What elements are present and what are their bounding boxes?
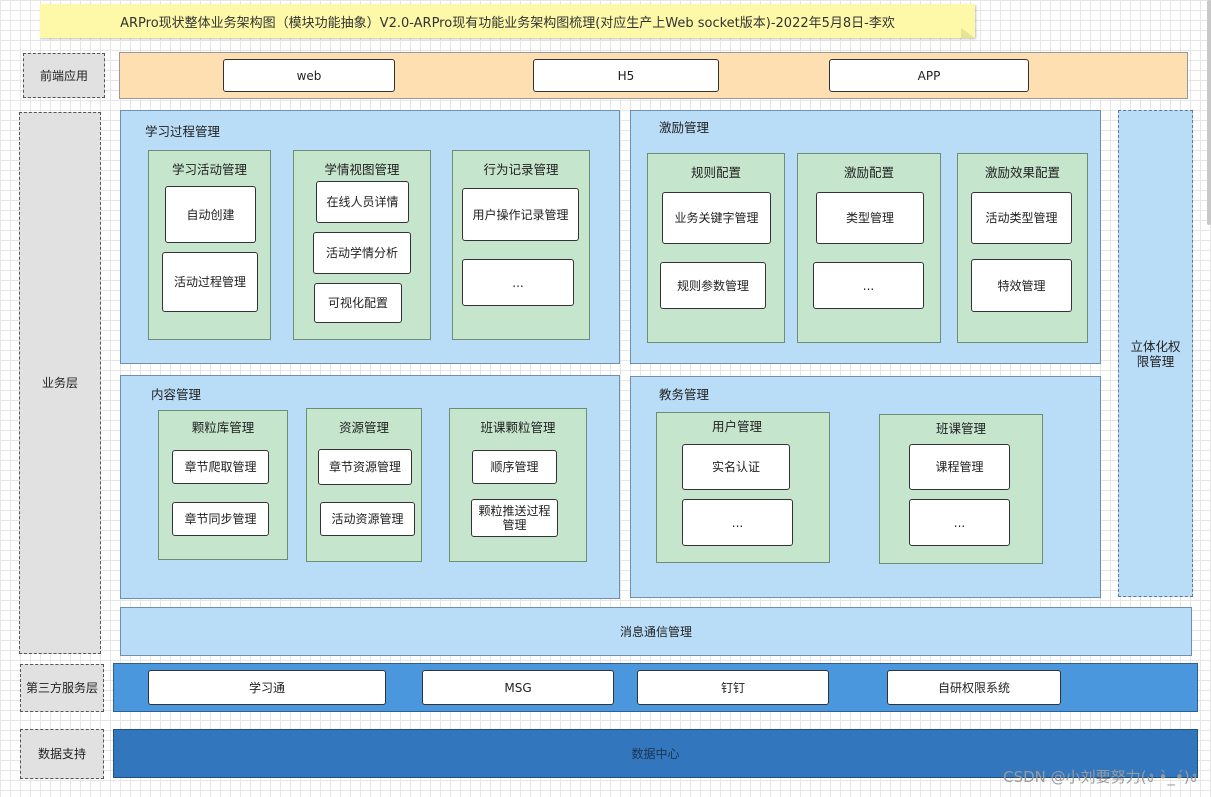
box-behavior-more[interactable]: ... xyxy=(462,259,574,306)
group-title-learning-activity: 学习活动管理 xyxy=(171,162,247,177)
box-incentive-more[interactable]: ... xyxy=(813,262,924,309)
box-activity-resource[interactable]: 活动资源管理 xyxy=(320,502,415,536)
panel-title-learning-process: 学习过程管理 xyxy=(145,124,221,139)
service-xuexitong[interactable]: 学习通 xyxy=(148,670,386,705)
box-effect-management[interactable]: 特效管理 xyxy=(971,259,1072,312)
box-online-users[interactable]: 在线人员详情 xyxy=(316,181,409,223)
group-resource xyxy=(306,408,422,562)
frontend-app-app[interactable]: APP xyxy=(829,59,1029,92)
group-effect-config xyxy=(957,153,1088,343)
group-title-rule-config: 规则配置 xyxy=(690,165,741,180)
group-incentive-config xyxy=(797,153,941,343)
group-title-class-management: 班课管理 xyxy=(935,421,986,436)
box-user-operation-record[interactable]: 用户操作记录管理 xyxy=(462,188,579,241)
service-permission-system[interactable]: 自研权限系统 xyxy=(887,670,1061,705)
group-title-class-granule: 班课颗粒管理 xyxy=(480,420,556,435)
group-title-granule-library: 颗粒库管理 xyxy=(191,420,255,435)
box-rule-params[interactable]: 规则参数管理 xyxy=(660,262,766,309)
box-auto-create[interactable]: 自动创建 xyxy=(165,186,256,243)
data-center-bar: 数据中心 xyxy=(113,729,1198,778)
box-user-more[interactable]: ... xyxy=(682,499,793,546)
box-activity-analysis[interactable]: 活动学情分析 xyxy=(313,232,411,274)
box-business-keyword[interactable]: 业务关键字管理 xyxy=(662,192,771,244)
box-order-management[interactable]: 顺序管理 xyxy=(472,450,557,484)
permission-management: 立体化权限管理 xyxy=(1118,110,1193,597)
panel-title-academic-affairs: 教务管理 xyxy=(659,387,710,402)
layer-label-data-support: 数据支持 xyxy=(20,729,104,779)
service-dingtalk[interactable]: 钉钉 xyxy=(637,670,829,705)
box-course-management[interactable]: 课程管理 xyxy=(909,444,1010,490)
group-title-user-management: 用户管理 xyxy=(711,419,762,434)
box-chapter-resource[interactable]: 章节资源管理 xyxy=(318,449,412,485)
box-chapter-sync[interactable]: 章节同步管理 xyxy=(172,502,269,536)
group-title-behavior-record: 行为记录管理 xyxy=(483,162,559,177)
diagram-title: ARPro现状整体业务架构图（模块功能抽象）V2.0-ARPro现有功能业务架构… xyxy=(40,4,975,38)
box-type-management[interactable]: 类型管理 xyxy=(816,192,924,244)
panel-title-incentive: 激励管理 xyxy=(659,120,710,135)
box-chapter-crawl[interactable]: 章节爬取管理 xyxy=(172,450,269,484)
box-real-name-auth[interactable]: 实名认证 xyxy=(682,444,790,490)
layer-label-business: 业务层 xyxy=(19,112,101,654)
group-rule-config xyxy=(647,153,785,343)
box-activity-process[interactable]: 活动过程管理 xyxy=(162,252,258,312)
box-activity-type[interactable]: 活动类型管理 xyxy=(971,192,1072,244)
box-granule-push[interactable]: 颗粒推送过程管理 xyxy=(471,499,558,537)
title-note-fold xyxy=(961,28,975,38)
group-title-effect-config: 激励效果配置 xyxy=(984,165,1060,180)
group-behavior-record xyxy=(452,150,590,340)
message-management-bar: 消息通信管理 xyxy=(120,607,1192,656)
frontend-app-h5[interactable]: H5 xyxy=(533,59,719,92)
group-title-learning-view: 学情视图管理 xyxy=(324,162,400,177)
frontend-app-web[interactable]: web xyxy=(223,59,395,92)
panel-title-content: 内容管理 xyxy=(151,387,202,402)
group-title-incentive-config: 激励配置 xyxy=(843,165,894,180)
service-msg[interactable]: MSG xyxy=(422,670,614,705)
layer-label-frontend: 前端应用 xyxy=(23,53,105,98)
box-visual-config[interactable]: 可视化配置 xyxy=(314,283,402,323)
box-class-more[interactable]: ... xyxy=(909,499,1010,546)
watermark: CSDN @小刘要努力(ง •̀_•́)ง xyxy=(1003,768,1197,786)
layer-label-third-party: 第三方服务层 xyxy=(20,664,104,712)
group-title-resource: 资源管理 xyxy=(338,420,389,435)
scrollbar[interactable] xyxy=(1207,0,1211,225)
